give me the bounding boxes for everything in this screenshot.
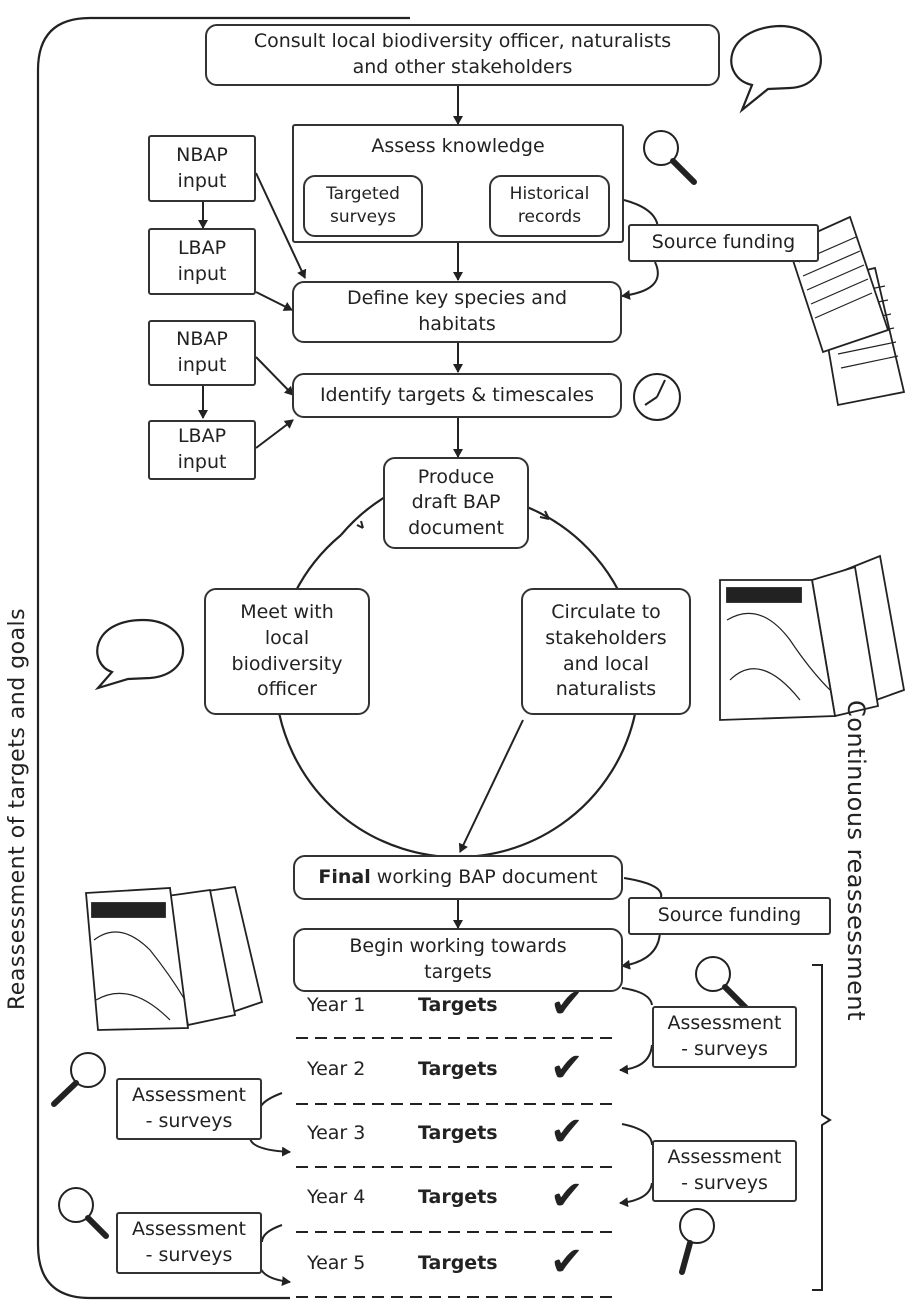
check-icon: ✔ xyxy=(550,1239,584,1285)
meet-officer-box: Meet with local biodiversity officer xyxy=(204,588,370,715)
check-icon: ✔ xyxy=(550,1173,584,1219)
magnifier-icon xyxy=(58,1187,109,1239)
document-icon xyxy=(719,554,905,721)
year-5-label: Year 5 xyxy=(307,1252,366,1274)
lbap-input-1: LBAP input xyxy=(148,228,256,295)
nbap-input-2: NBAP input xyxy=(148,320,256,386)
speech-bubble-icon xyxy=(94,618,185,691)
year-3-targets: Targets xyxy=(418,1122,498,1144)
consult-box: Consult local biodiversity officer, natu… xyxy=(205,24,720,86)
historical-records-box: Historical records xyxy=(489,175,610,237)
targeted-surveys-box: Targeted surveys xyxy=(303,175,423,237)
year-4-targets: Targets xyxy=(418,1186,498,1208)
year-1-label: Year 1 xyxy=(307,994,366,1016)
year-2-targets: Targets xyxy=(418,1058,498,1080)
year-5-targets: Targets xyxy=(418,1252,498,1274)
magnifier-icon xyxy=(643,130,697,185)
clock-icon xyxy=(633,373,681,421)
identify-targets-box: Identify targets & timescales xyxy=(292,373,622,418)
year-4-label: Year 4 xyxy=(307,1186,366,1208)
year-2-label: Year 2 xyxy=(307,1058,366,1080)
year-1-targets: Targets xyxy=(418,994,498,1016)
document-icon xyxy=(85,885,264,1031)
lbap-input-2: LBAP input xyxy=(148,420,256,480)
assessment-surveys-right-2: Assessment - surveys xyxy=(652,1140,797,1202)
begin-working-box: Begin working towards targets xyxy=(293,928,623,992)
outer-frame xyxy=(36,16,410,1300)
assessment-surveys-left-1: Assessment - surveys xyxy=(116,1078,262,1140)
magnifier-icon xyxy=(51,1052,106,1107)
nbap-input-1: NBAP input xyxy=(148,135,256,202)
source-funding-bottom: Source funding xyxy=(628,897,831,935)
circulate-box: Circulate to stakeholders and local natu… xyxy=(521,588,691,715)
produce-draft-box: Produce draft BAP document xyxy=(383,457,529,549)
year-3-label: Year 3 xyxy=(307,1122,366,1144)
check-icon: ✔ xyxy=(550,981,584,1027)
assess-knowledge-title: Assess knowledge xyxy=(371,135,545,157)
assessment-surveys-left-2: Assessment - surveys xyxy=(116,1212,262,1274)
define-key-species-box: Define key species and habitats xyxy=(292,281,622,343)
check-icon: ✔ xyxy=(550,1109,584,1155)
final-word: Final xyxy=(318,865,371,888)
source-funding-top: Source funding xyxy=(628,224,819,262)
magnifier-icon xyxy=(695,956,749,1011)
final-doc-rest: working BAP document xyxy=(370,865,598,888)
final-working-bap-box: Final working BAP document xyxy=(293,855,623,900)
magnifier-icon xyxy=(679,1208,715,1275)
left-side-label: Reassessment of targets and goals xyxy=(5,607,30,1010)
bracket xyxy=(812,964,832,1291)
assessment-surveys-right-1: Assessment - surveys xyxy=(652,1006,797,1068)
check-icon: ✔ xyxy=(550,1045,584,1091)
right-side-label: Continuous reassessment xyxy=(842,700,870,1022)
speech-bubble-icon xyxy=(730,24,822,114)
